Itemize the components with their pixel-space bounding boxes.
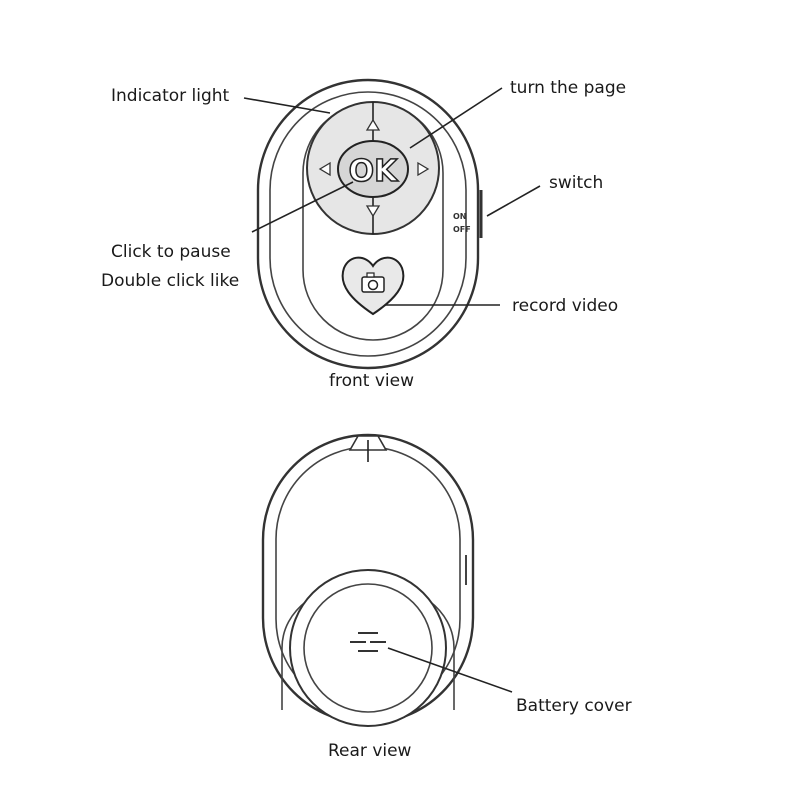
label-rear-view: Rear view — [328, 741, 412, 761]
label-record-video: record video — [512, 296, 618, 316]
leader-battery-cover — [387, 647, 513, 693]
battery-cover-grip-icon — [350, 632, 386, 652]
label-battery-cover: Battery cover — [516, 696, 632, 716]
leader-click-pause — [251, 181, 354, 233]
leader-indicator-light — [243, 97, 331, 114]
leader-switch — [486, 185, 541, 217]
battery-cover-ring — [289, 569, 447, 727]
label-click-pause: Click to pause — [111, 242, 231, 262]
front-body-inner — [269, 91, 467, 357]
switch-on-label: ON — [453, 212, 467, 221]
leader-turn-page — [409, 87, 503, 149]
battery-cover — [303, 583, 433, 713]
ok-button-label: OK — [349, 154, 400, 189]
front-view-device: OK ON OFF — [256, 78, 483, 370]
label-turn-page: turn the page — [510, 78, 626, 98]
rear-view-device — [261, 433, 475, 727]
label-indicator-light: Indicator light — [111, 86, 230, 106]
arrow-up-icon — [365, 118, 381, 131]
ok-button — [337, 140, 409, 198]
label-switch: switch — [549, 173, 603, 193]
arrow-left-icon — [318, 161, 331, 177]
arrow-right-icon — [417, 161, 430, 177]
switch-off-label: OFF — [453, 225, 471, 234]
label-front-view: front view — [329, 371, 414, 391]
label-double-click: Double click like — [101, 271, 239, 291]
arrow-down-icon — [365, 205, 381, 218]
camera-icon — [361, 272, 385, 293]
